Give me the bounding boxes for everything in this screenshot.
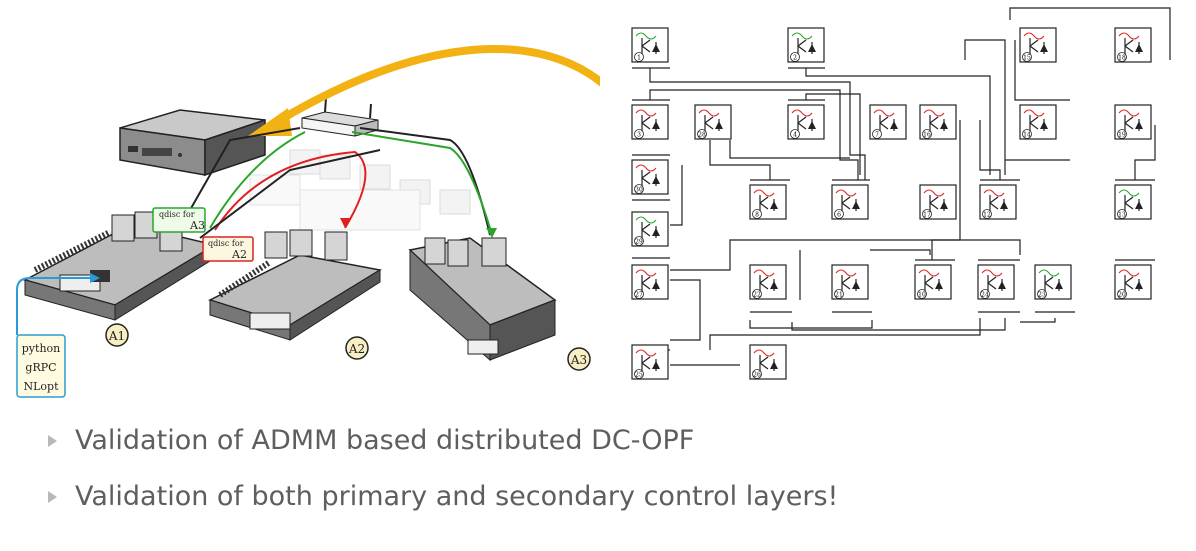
converter-cell: 14 bbox=[1019, 104, 1057, 140]
converter-id-label: 21 bbox=[835, 292, 843, 299]
qdisc-label-a3: qdisc for A3 bbox=[152, 207, 206, 233]
svg-text:A2: A2 bbox=[348, 342, 365, 356]
board-label-a2: A2 bbox=[345, 336, 369, 360]
converter-id-label: 23 bbox=[1038, 292, 1046, 299]
converter-id-label: 6 bbox=[837, 212, 841, 219]
network-links bbox=[189, 127, 497, 239]
converter-id-label: 25 bbox=[635, 372, 643, 379]
converter-cell: 22 bbox=[749, 264, 787, 300]
converter-cell: 13 bbox=[1114, 184, 1152, 220]
converter-id-label: 13 bbox=[1118, 212, 1126, 219]
svg-text:qdisc for: qdisc for bbox=[208, 239, 244, 248]
converter-id-label: 24 bbox=[981, 292, 989, 299]
converter-cell: 3 bbox=[631, 104, 669, 140]
bullet-item: Validation of ADMM based distributed DC-… bbox=[48, 425, 694, 456]
converter-cell: 25 bbox=[631, 344, 669, 380]
background-boards bbox=[249, 149, 471, 231]
converter-id-label: 22 bbox=[753, 292, 761, 299]
router bbox=[301, 97, 379, 137]
converter-cell: 6 bbox=[831, 184, 869, 220]
converter-cell: 17 bbox=[919, 184, 957, 220]
converter-id-label: 10 bbox=[918, 292, 926, 299]
board-a2 bbox=[208, 229, 383, 341]
converter-cell: 18 bbox=[1114, 27, 1152, 63]
converter-id-label: 8 bbox=[755, 212, 759, 219]
svg-text:gRPC: gRPC bbox=[25, 361, 56, 374]
svg-text:NLopt: NLopt bbox=[23, 380, 59, 393]
converter-cell: 15 bbox=[1019, 27, 1057, 63]
bullet-item: Validation of both primary and secondary… bbox=[48, 481, 838, 512]
converter-cell: 21 bbox=[831, 264, 869, 300]
qdisc-label-a2: qdisc for A2 bbox=[202, 236, 254, 262]
data-flow-arrow bbox=[248, 45, 600, 136]
converter-cell: 27 bbox=[631, 264, 669, 300]
converter-cell: 23 bbox=[1034, 264, 1072, 300]
hardware-testbed-illustration: qdisc for A3 qdisc for A2 A1 A2 A3 pytho… bbox=[16, 45, 600, 398]
converter-cell: 16 bbox=[919, 104, 957, 140]
converter-id-label: 14 bbox=[1023, 132, 1031, 139]
board-a1 bbox=[22, 211, 217, 321]
converter-cell: 20 bbox=[1114, 264, 1152, 300]
svg-text:A1: A1 bbox=[108, 329, 125, 343]
svg-text:A2: A2 bbox=[231, 248, 247, 261]
bullet-marker-icon bbox=[48, 434, 57, 447]
converter-id-label: 7 bbox=[875, 132, 879, 139]
converter-id-label: 29 bbox=[635, 239, 643, 246]
converter-cell: 4 bbox=[787, 104, 825, 140]
converter-id-label: 26 bbox=[753, 372, 761, 379]
converter-id-label: 30 bbox=[635, 187, 643, 194]
converter-id-label: 15 bbox=[1023, 55, 1031, 62]
converter-cell: 2 bbox=[787, 27, 825, 63]
converter-cell: 1 bbox=[631, 27, 669, 63]
converter-id-label: 4 bbox=[793, 132, 797, 139]
converter-id-label: 28 bbox=[698, 132, 706, 139]
converter-cell: 24 bbox=[977, 264, 1015, 300]
converter-id-label: 16 bbox=[923, 132, 931, 139]
converter-id-label: 2 bbox=[793, 55, 797, 62]
converter-cell: 30 bbox=[631, 159, 669, 195]
converter-cell: 19 bbox=[1114, 104, 1152, 140]
converter-id-label: 20 bbox=[1118, 292, 1126, 299]
converter-cell: 8 bbox=[749, 184, 787, 220]
converter-id-label: 1 bbox=[637, 55, 641, 62]
grid-wiring bbox=[632, 7, 1171, 366]
svg-text:qdisc for: qdisc for bbox=[159, 210, 195, 219]
converter-id-label: 3 bbox=[637, 132, 641, 139]
converter-cell: 12 bbox=[979, 184, 1017, 220]
bullet-text: Validation of ADMM based distributed DC-… bbox=[75, 425, 695, 456]
converter-cell: 26 bbox=[749, 344, 787, 380]
converter-id-label: 19 bbox=[1118, 132, 1126, 139]
svg-text:python: python bbox=[22, 342, 60, 355]
bullet-marker-icon bbox=[48, 490, 57, 503]
software-stack-box: python gRPC NLopt bbox=[16, 273, 100, 398]
converter-cell: 28 bbox=[694, 104, 732, 140]
server bbox=[119, 109, 266, 177]
converter-id-label: 12 bbox=[983, 212, 991, 219]
board-label-a3: A3 bbox=[567, 347, 591, 371]
board-a3 bbox=[408, 237, 557, 362]
converter-id-label: 27 bbox=[635, 292, 643, 299]
svg-text:A3: A3 bbox=[189, 219, 205, 232]
converter-cell: 10 bbox=[914, 264, 952, 300]
svg-text:A3: A3 bbox=[570, 353, 587, 367]
converter-cell: 7 bbox=[869, 104, 907, 140]
converter-id-label: 17 bbox=[923, 212, 931, 219]
board-label-a1: A1 bbox=[105, 323, 129, 347]
converter-id-label: 18 bbox=[1118, 55, 1126, 62]
bullet-text: Validation of both primary and secondary… bbox=[75, 481, 839, 512]
converter-cell: 29 bbox=[631, 211, 669, 247]
